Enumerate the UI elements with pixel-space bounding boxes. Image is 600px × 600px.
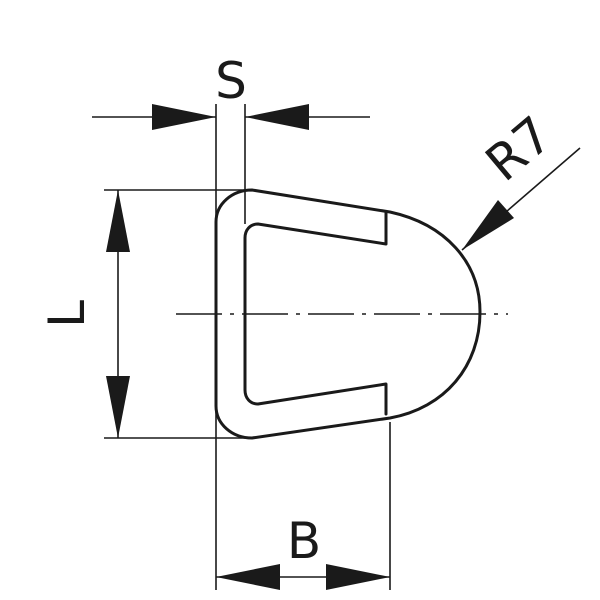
dimension-s bbox=[92, 104, 370, 130]
dim-s-arrow-right bbox=[245, 104, 309, 130]
label-r7: R7 bbox=[475, 105, 563, 192]
dim-b-arrow-left bbox=[216, 564, 280, 590]
dimension-l bbox=[106, 190, 130, 438]
dim-s-arrow-left bbox=[152, 104, 216, 130]
label-l: L bbox=[38, 300, 96, 328]
dimension-r bbox=[461, 147, 581, 251]
dim-b-arrow-right bbox=[326, 564, 390, 590]
extension-lines bbox=[104, 104, 391, 590]
dim-r-arrow bbox=[462, 200, 514, 250]
dim-l-arrow-top bbox=[106, 190, 130, 252]
label-b: B bbox=[287, 512, 321, 570]
dim-l-arrow-bottom bbox=[106, 376, 130, 438]
label-s: S bbox=[215, 52, 247, 110]
dimension-b bbox=[216, 564, 390, 590]
profile-inner-contour bbox=[243, 210, 388, 416]
